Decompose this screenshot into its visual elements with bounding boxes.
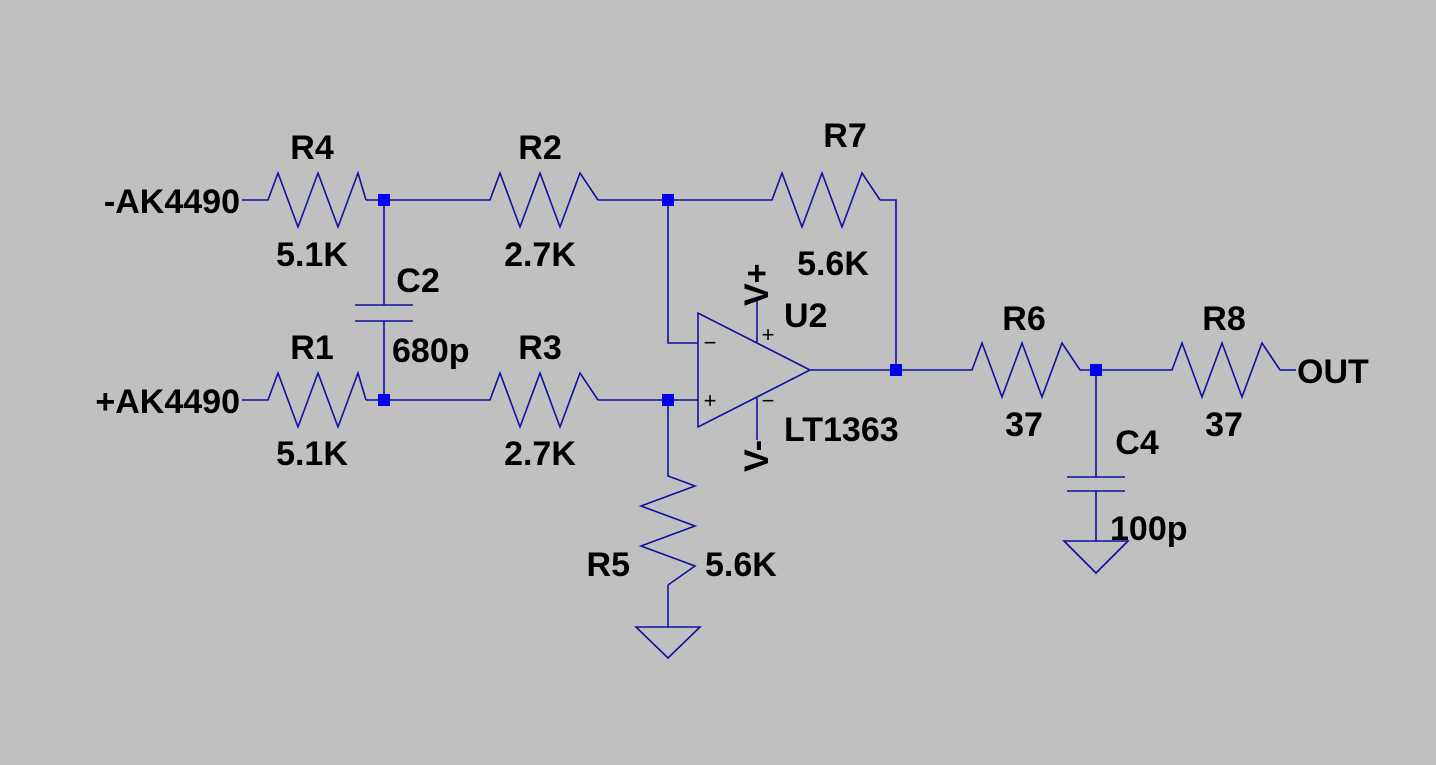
resistor-r7-symbol (766, 170, 881, 230)
r2-ref: R2 (518, 129, 561, 167)
r1-ref: R1 (290, 329, 333, 367)
net-label-input-neg: -AK4490 (104, 183, 240, 221)
c2-ref: C2 (396, 262, 439, 300)
u2-supply-pos: V+ (738, 263, 776, 306)
junction-dot (662, 194, 674, 206)
net-label-input-pos: +AK4490 (95, 383, 240, 421)
opamp-pin-minus: − (704, 330, 717, 355)
ground-c4-icon (1062, 540, 1130, 575)
resistor-r8-symbol (1166, 340, 1281, 400)
resistor-r1-symbol (262, 370, 367, 430)
r6-ref: R6 (1002, 300, 1045, 338)
r4-value: 5.1K (276, 236, 348, 274)
junction-dot (378, 194, 390, 206)
u2-ref: U2 (784, 297, 827, 335)
capacitor-c2-symbol (355, 304, 413, 322)
r5-value: 5.6K (705, 546, 777, 584)
r3-ref: R3 (518, 329, 561, 367)
c2-value: 680p (392, 332, 470, 370)
resistor-r5-symbol (638, 470, 698, 586)
opamp-u2-symbol (697, 300, 812, 440)
capacitor-c4-symbol (1067, 476, 1125, 492)
r7-value: 5.6K (797, 245, 869, 283)
u2-supply-neg: V- (738, 440, 776, 472)
r5-ref: R5 (587, 546, 630, 584)
wire-inv-input (667, 200, 698, 344)
resistor-r4-symbol (262, 170, 367, 230)
u2-value: LT1363 (784, 411, 899, 449)
junction-dot (1090, 364, 1102, 376)
r7-ref: R7 (823, 117, 866, 155)
r8-value: 37 (1205, 406, 1243, 444)
ground-r5-icon (634, 626, 702, 660)
opamp-pin-plus: + (704, 388, 717, 413)
net-label-output: OUT (1297, 353, 1369, 391)
junction-dot (378, 394, 390, 406)
wires (242, 199, 1296, 627)
junction-dot (890, 364, 902, 376)
opamp-supply-pin-minus: − (762, 388, 775, 413)
opamp-supply-pin-plus: + (762, 322, 775, 347)
r3-value: 2.7K (504, 435, 576, 473)
junctions (378, 194, 1102, 406)
r2-value: 2.7K (504, 236, 576, 274)
r1-value: 5.1K (276, 435, 348, 473)
junction-dot (662, 394, 674, 406)
resistor-r3-symbol (484, 370, 599, 430)
c4-value: 100p (1110, 510, 1188, 548)
wire-r7-feedback (880, 199, 897, 370)
resistor-r2-symbol (484, 170, 599, 230)
r4-ref: R4 (290, 129, 334, 167)
r6-value: 37 (1005, 406, 1043, 444)
c4-ref: C4 (1115, 424, 1159, 462)
resistor-r6-symbol (966, 340, 1081, 400)
r8-ref: R8 (1202, 300, 1245, 338)
